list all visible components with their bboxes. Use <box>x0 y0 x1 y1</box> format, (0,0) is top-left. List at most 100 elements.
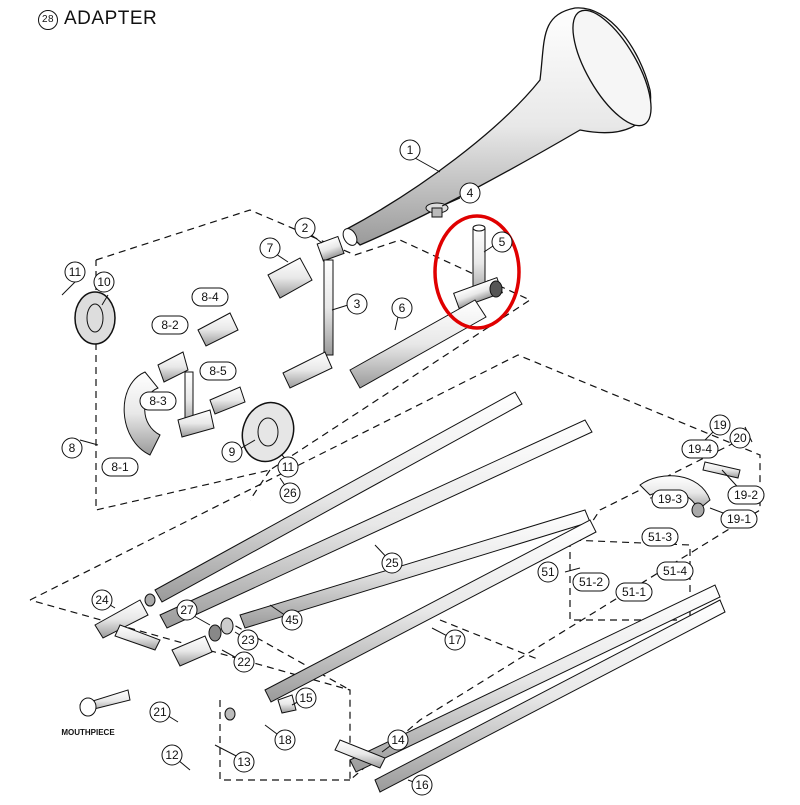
callout-23: 23 <box>237 629 259 651</box>
svg-text:4: 4 <box>467 186 474 200</box>
callout-51: 51 <box>537 561 559 583</box>
callout-10: 10 <box>93 271 115 293</box>
callout-1: 1 <box>399 139 421 161</box>
callout-15: 15 <box>295 687 317 709</box>
callout-8-5: 8-5 <box>199 361 237 381</box>
svg-text:6: 6 <box>399 301 406 315</box>
callout-3: 3 <box>346 293 368 315</box>
svg-text:11: 11 <box>282 460 295 474</box>
callout-5: 5 <box>491 231 513 253</box>
callout-24: 24 <box>91 589 113 611</box>
callout-16: 16 <box>411 774 433 796</box>
svg-text:51: 51 <box>541 565 555 579</box>
svg-text:5: 5 <box>499 235 506 249</box>
callout-8: 8 <box>61 437 83 459</box>
svg-text:15: 15 <box>299 691 313 705</box>
parts-2-3-7-shape <box>267 235 345 389</box>
svg-text:9: 9 <box>229 445 236 459</box>
callout-51-2: 51-2 <box>572 572 610 592</box>
svg-text:20: 20 <box>733 431 747 445</box>
callout-bubbles: 1 2 3 4 5 6 7 8-4 8-2 8-5 8-3 8 8-1 9 10… <box>61 139 765 796</box>
title-text: ADAPTER <box>64 8 158 29</box>
callout-27: 27 <box>176 599 198 621</box>
mouthpiece-label: MOUTHPIECE <box>61 728 115 737</box>
callout-19-2: 19-2 <box>727 485 765 505</box>
callout-6: 6 <box>391 297 413 319</box>
callout-7: 7 <box>259 237 281 259</box>
part-5-shape <box>453 224 503 310</box>
slide-tubes <box>154 391 726 793</box>
svg-text:19-2: 19-2 <box>734 488 758 502</box>
leader-lines <box>61 157 753 786</box>
callout-19: 19 <box>709 414 731 436</box>
svg-text:19: 19 <box>713 418 727 432</box>
svg-text:22: 22 <box>237 655 251 669</box>
title-number-badge: 28 <box>38 10 58 30</box>
svg-text:51-2: 51-2 <box>579 575 603 589</box>
callout-22: 22 <box>233 651 255 673</box>
svg-text:51-1: 51-1 <box>622 585 646 599</box>
callout-8-1: 8-1 <box>101 457 139 477</box>
callout-17: 17 <box>444 629 466 651</box>
svg-text:19-1: 19-1 <box>727 512 751 526</box>
callout-4: 4 <box>459 182 481 204</box>
callout-51-3: 51-3 <box>641 527 679 547</box>
svg-text:21: 21 <box>153 705 167 719</box>
bell-section <box>342 7 652 246</box>
callout-8-4: 8-4 <box>191 287 229 307</box>
svg-text:8-2: 8-2 <box>161 318 179 332</box>
callout-14: 14 <box>387 729 409 751</box>
callout-8-3: 8-3 <box>139 391 177 411</box>
svg-text:8-1: 8-1 <box>111 460 129 474</box>
svg-text:19-4: 19-4 <box>688 442 712 456</box>
svg-text:51-4: 51-4 <box>663 564 687 578</box>
svg-text:10: 10 <box>97 275 111 289</box>
svg-text:3: 3 <box>354 297 361 311</box>
callout-2: 2 <box>294 217 316 239</box>
callout-13: 13 <box>233 751 255 773</box>
svg-text:8-4: 8-4 <box>201 290 219 304</box>
svg-text:26: 26 <box>283 486 297 500</box>
svg-text:23: 23 <box>241 633 255 647</box>
callout-51-4: 51-4 <box>656 561 694 581</box>
svg-text:8-5: 8-5 <box>209 364 227 378</box>
diagram-title: 28 ADAPTER <box>38 8 157 30</box>
part-6-shape <box>349 299 487 389</box>
svg-text:27: 27 <box>180 603 194 617</box>
svg-text:18: 18 <box>278 733 292 747</box>
callout-19-3: 19-3 <box>651 489 689 509</box>
callout-20: 20 <box>729 427 751 449</box>
callout-18: 18 <box>274 729 296 751</box>
svg-text:8: 8 <box>69 441 76 455</box>
callout-19-4: 19-4 <box>681 439 719 459</box>
callout-25: 25 <box>381 552 403 574</box>
svg-text:45: 45 <box>285 613 299 627</box>
svg-text:2: 2 <box>302 221 309 235</box>
svg-text:7: 7 <box>267 241 274 255</box>
svg-text:25: 25 <box>385 556 399 570</box>
highlight-ring <box>433 214 521 330</box>
callout-11-a: 11 <box>64 261 86 283</box>
callout-9: 9 <box>221 441 243 463</box>
svg-text:12: 12 <box>165 748 179 762</box>
svg-text:51-3: 51-3 <box>648 530 672 544</box>
lower-small-parts <box>79 461 741 721</box>
svg-text:19-3: 19-3 <box>658 492 682 506</box>
parts-8-9-10-shape <box>74 291 295 463</box>
callout-19-1: 19-1 <box>720 509 758 529</box>
svg-text:8-3: 8-3 <box>149 394 167 408</box>
callout-12: 12 <box>161 744 183 766</box>
svg-text:24: 24 <box>95 593 109 607</box>
svg-text:14: 14 <box>391 733 405 747</box>
callout-26: 26 <box>279 482 301 504</box>
svg-text:13: 13 <box>237 755 251 769</box>
svg-text:16: 16 <box>415 778 429 792</box>
callout-21: 21 <box>149 701 171 723</box>
callout-11-b: 11 <box>277 456 299 478</box>
svg-text:1: 1 <box>407 143 414 157</box>
callout-45: 45 <box>281 609 303 631</box>
svg-text:11: 11 <box>69 265 82 279</box>
callout-51-1: 51-1 <box>615 582 653 602</box>
callout-8-2: 8-2 <box>151 315 189 335</box>
